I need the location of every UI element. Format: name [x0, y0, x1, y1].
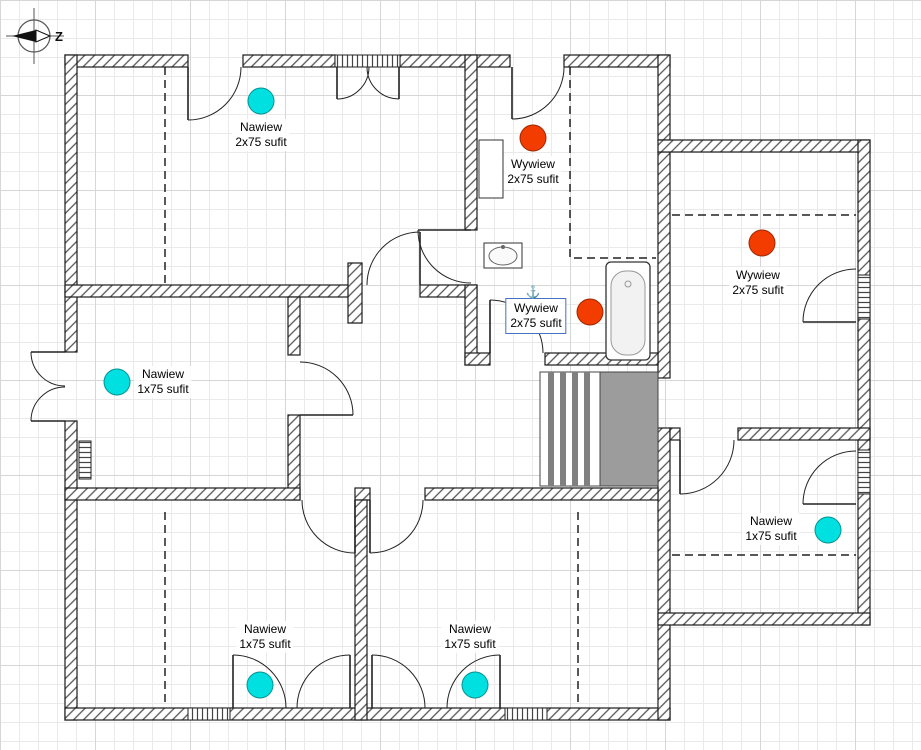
- door-bottom-left-room: [301, 499, 356, 554]
- supply-vent-5-marker[interactable]: [461, 671, 489, 699]
- exhaust-vent-2-marker[interactable]: [748, 229, 776, 257]
- bathtub: [605, 261, 651, 361]
- window-right-upper: [857, 274, 871, 320]
- sink: [483, 242, 523, 269]
- window-right-lower: [857, 449, 871, 495]
- compass-rose: Z: [6, 8, 64, 64]
- door-wing-upper-right: [802, 268, 857, 323]
- door-bottom-left-inner-b: [296, 654, 351, 709]
- bathroom-wall-a: [464, 352, 491, 366]
- french-doors-left: [30, 351, 66, 422]
- door-wing-lower-right: [802, 450, 857, 505]
- supply-vent-3-marker[interactable]: [814, 516, 842, 544]
- door-wall-b: [417, 229, 472, 284]
- interior-wall-c1: [287, 296, 301, 356]
- doors: [30, 66, 857, 709]
- exhaust-vent-1-marker[interactable]: [519, 124, 547, 152]
- door-bottom-middle-room: [369, 499, 424, 554]
- supply-vent-1-marker[interactable]: [247, 87, 275, 115]
- door-hall-to-left-room: [299, 361, 354, 416]
- door-bottom-middle-inner-b: [446, 654, 501, 709]
- stairs: [539, 371, 659, 487]
- wing-wall-bottom: [657, 612, 871, 626]
- wall-left-upper: [64, 54, 78, 353]
- selection-anchor-icon: ⚓: [525, 285, 541, 299]
- cabinet: [478, 139, 504, 199]
- walls: [64, 54, 871, 721]
- window-bottom-left: [187, 707, 231, 721]
- interior-wall-d3: [424, 487, 659, 501]
- wall-right-c: [657, 427, 671, 721]
- compass-label: Z: [55, 29, 63, 44]
- door-bathroom-top: [511, 66, 565, 120]
- door-wall-a: [366, 231, 421, 286]
- door-top-left-room: [187, 66, 242, 121]
- compass-needle-icon: [12, 30, 36, 42]
- balcony-double-door: [336, 66, 400, 100]
- door-bottom-left-inner-a: [232, 654, 287, 709]
- windows: [78, 54, 871, 721]
- radiator-left-wall: [78, 440, 92, 480]
- chimney-stub: [347, 262, 363, 324]
- window-bottom-middle: [504, 707, 548, 721]
- exhaust-vent-3-marker[interactable]: [576, 298, 604, 326]
- supply-vent-2-marker[interactable]: [103, 368, 131, 396]
- interior-wall-e: [354, 499, 368, 721]
- door-bottom-middle-inner-a: [371, 654, 426, 709]
- partition-dashed-lines: [164, 67, 856, 706]
- supply-vent-4-marker[interactable]: [246, 671, 274, 699]
- dashed-bathroom: [569, 67, 656, 259]
- interior-wall-d1: [64, 487, 301, 501]
- stairs-landing: [599, 371, 659, 487]
- door-wing-lower-room: [679, 439, 735, 495]
- wing-divider-a: [669, 427, 681, 441]
- wing-divider-b: [737, 427, 871, 441]
